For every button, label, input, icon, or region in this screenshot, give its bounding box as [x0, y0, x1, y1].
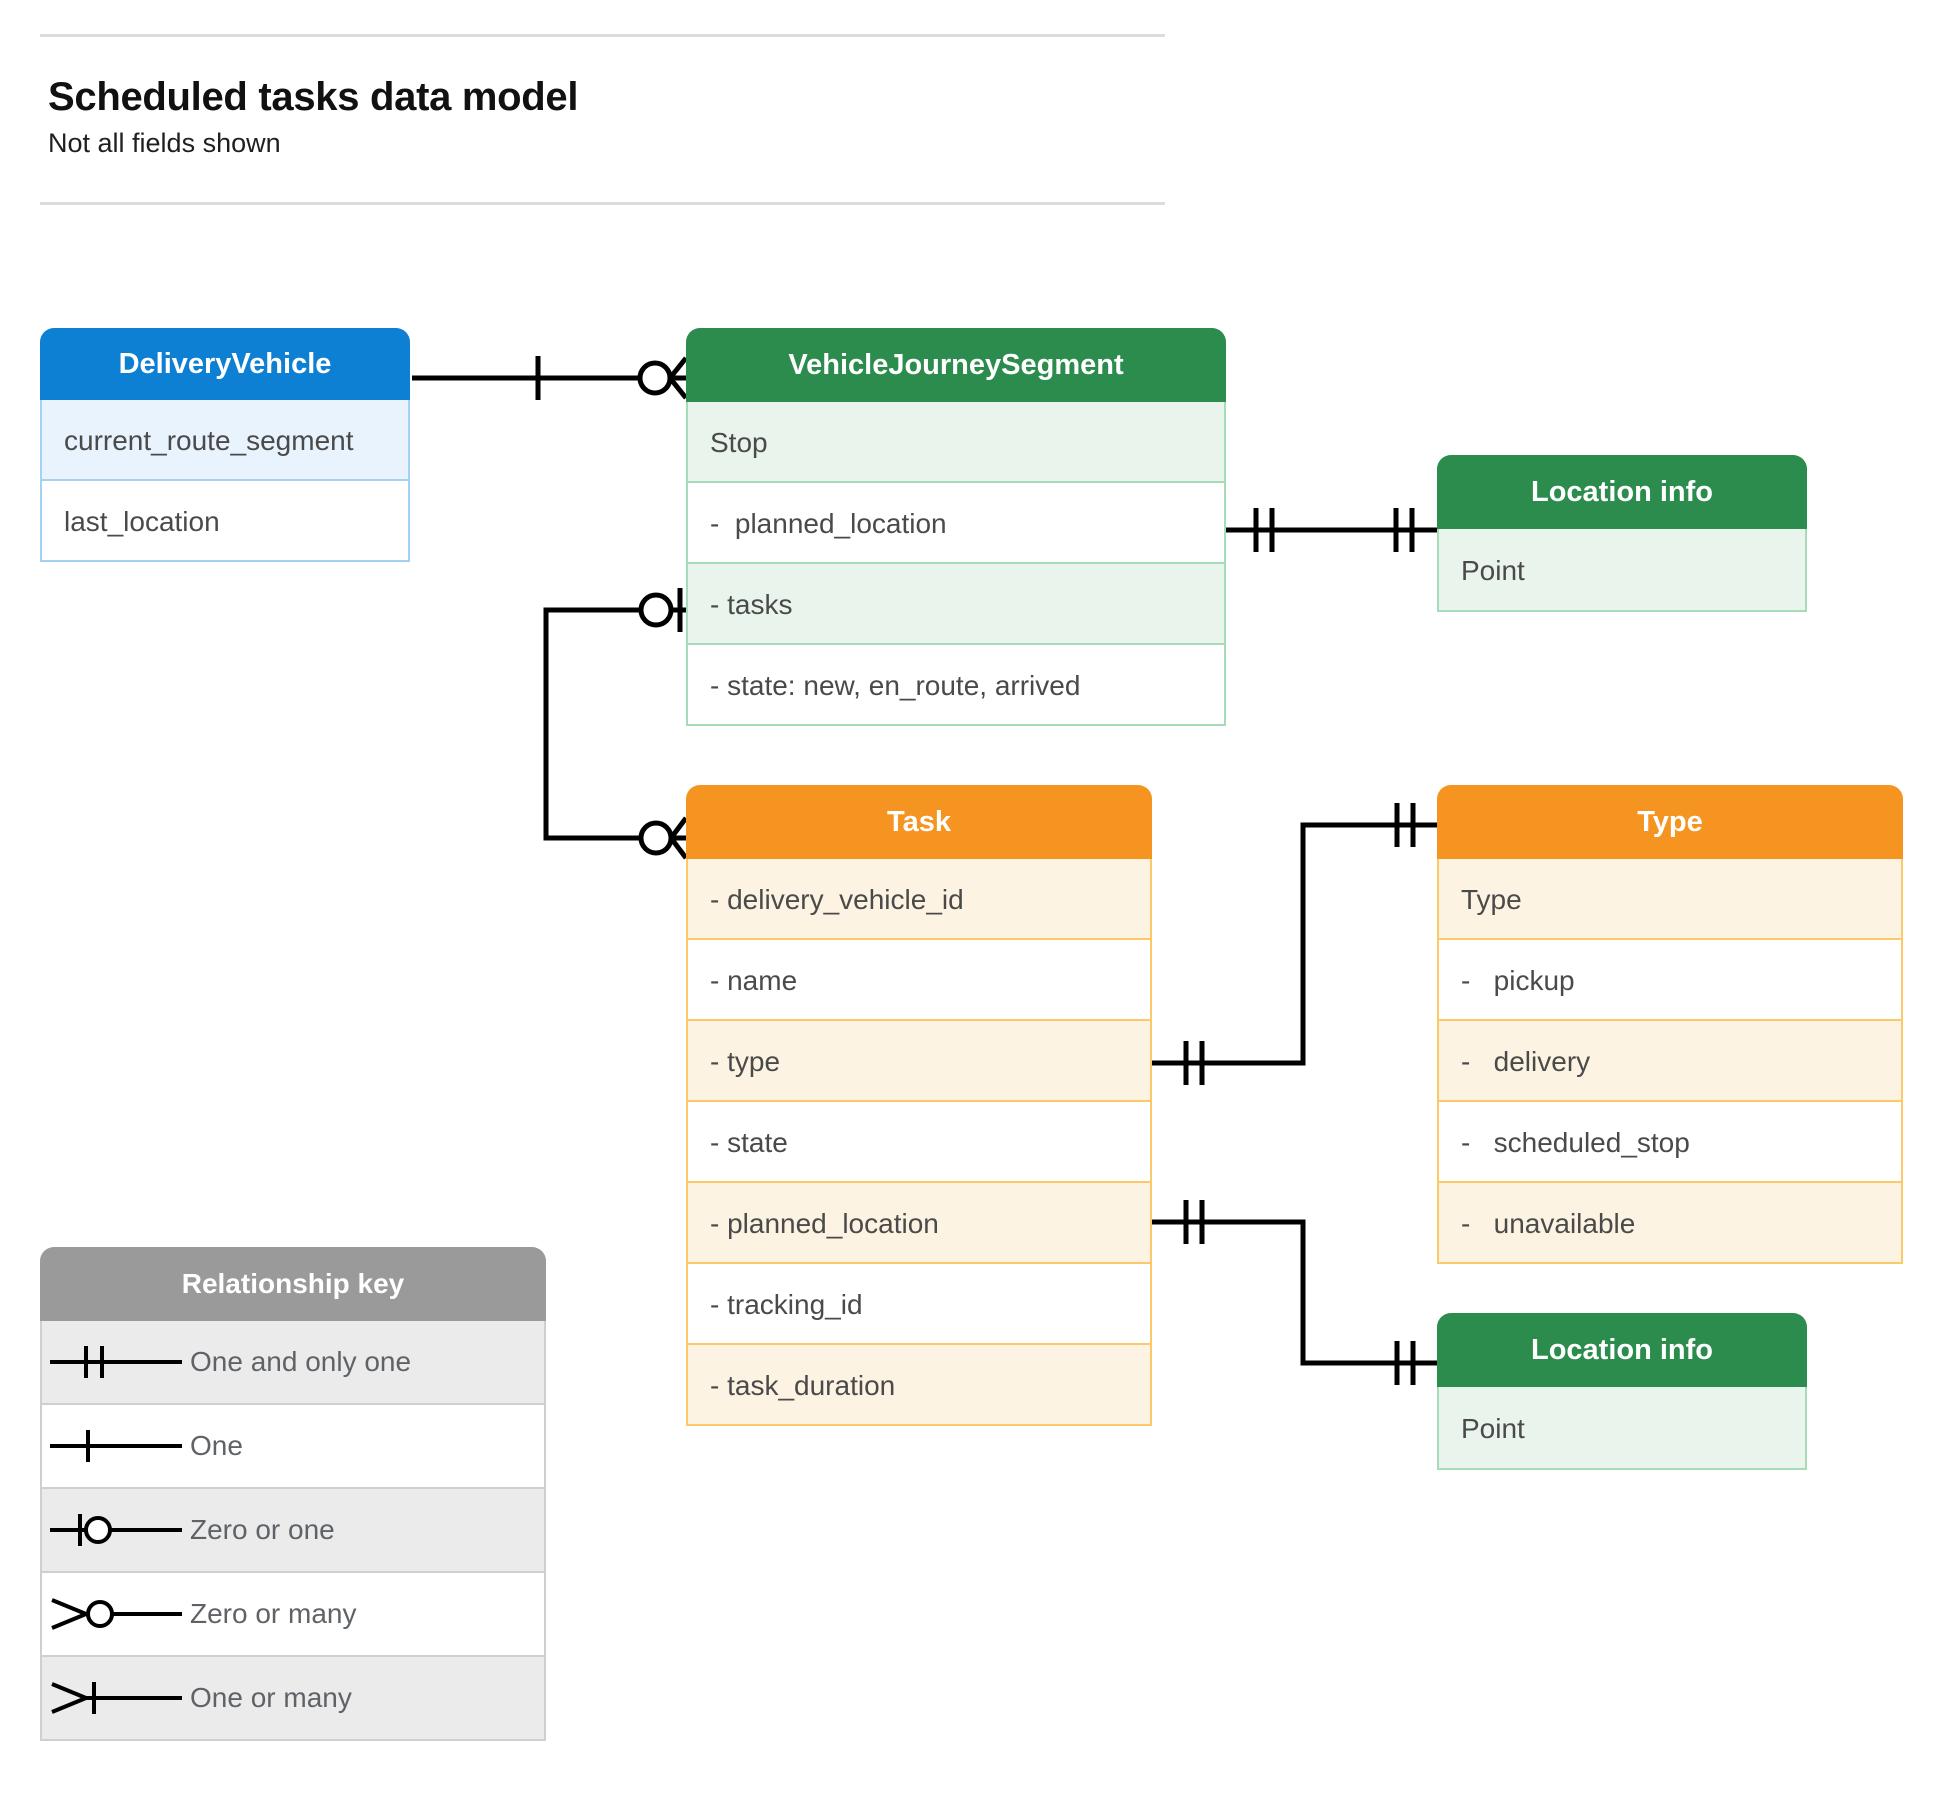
header-rule-bottom [40, 202, 1165, 205]
legend-item: Zero or many [40, 1573, 546, 1657]
one-or-many-icon [42, 1676, 190, 1720]
entity-row: - name [686, 940, 1152, 1021]
entity-row: - state: new, en_route, arrived [686, 645, 1226, 726]
legend-item: Zero or one [40, 1489, 546, 1573]
entity-delivery-vehicle[interactable]: DeliveryVehicle current_route_segment la… [40, 328, 410, 562]
entity-row: Stop [686, 402, 1226, 483]
connector-task-locationinfo-bottom [1152, 1200, 1437, 1385]
legend-item-label: Zero or many [190, 1598, 357, 1629]
zero-or-many-icon [42, 1592, 190, 1636]
entity-row: - pickup [1437, 940, 1903, 1021]
relationship-key-legend[interactable]: Relationship key One and only one One [40, 1247, 546, 1741]
entity-row: - unavailable [1437, 1183, 1903, 1264]
entity-location-info-bottom[interactable]: Location info Point [1437, 1313, 1807, 1470]
entity-row: - planned_location [686, 1183, 1152, 1264]
entity-row: - planned_location [686, 483, 1226, 564]
legend-item: One or many [40, 1657, 546, 1741]
connector-task-type [1152, 803, 1437, 1085]
entity-row: - state [686, 1102, 1152, 1183]
zero-or-one-icon [42, 1508, 190, 1552]
relationship-key-title: Relationship key [40, 1247, 546, 1321]
entity-row: - tracking_id [686, 1264, 1152, 1345]
document-header: Scheduled tasks data model Not all field… [40, 34, 1165, 159]
entity-type[interactable]: Type Type - pickup - delivery - schedule… [1437, 785, 1903, 1264]
connector-deliveryvehicle-vjs [412, 356, 688, 400]
entity-delivery-vehicle-title: DeliveryVehicle [40, 328, 410, 400]
header-rule-top [40, 34, 1165, 37]
entity-row: current_route_segment [40, 400, 410, 481]
page-subtitle: Not all fields shown [48, 128, 281, 158]
entity-vehicle-journey-segment[interactable]: VehicleJourneySegment Stop - planned_loc… [686, 328, 1226, 726]
legend-item-label: One [190, 1430, 243, 1461]
entity-row: - scheduled_stop [1437, 1102, 1903, 1183]
entity-location-info-top-title: Location info [1437, 455, 1807, 529]
entity-location-info-bottom-title: Location info [1437, 1313, 1807, 1387]
page-title: Scheduled tasks data model [48, 75, 579, 119]
entity-row: - tasks [686, 564, 1226, 645]
entity-row: - type [686, 1021, 1152, 1102]
entity-row: - task_duration [686, 1345, 1152, 1426]
entity-row: Point [1437, 529, 1807, 612]
legend-item-label: One and only one [190, 1346, 412, 1377]
entity-task[interactable]: Task - delivery_vehicle_id - name - type… [686, 785, 1152, 1426]
entity-vehicle-journey-segment-title: VehicleJourneySegment [686, 328, 1226, 402]
entity-row: Type [1437, 859, 1903, 940]
legend-item-label: One or many [190, 1682, 352, 1713]
entity-type-title: Type [1437, 785, 1903, 859]
one-and-only-one-icon [42, 1340, 190, 1384]
connector-vjs-locationinfo-top [1226, 508, 1437, 552]
one-icon [42, 1424, 190, 1468]
legend-item: One [40, 1405, 546, 1489]
entity-row: - delivery [1437, 1021, 1903, 1102]
entity-location-info-top[interactable]: Location info Point [1437, 455, 1807, 612]
entity-row: last_location [40, 481, 410, 562]
entity-row: Point [1437, 1387, 1807, 1470]
connector-vjs-tasks-task [543, 588, 688, 860]
legend-item-label: Zero or one [190, 1514, 335, 1545]
entity-row: - delivery_vehicle_id [686, 859, 1152, 940]
entity-task-title: Task [686, 785, 1152, 859]
legend-item: One and only one [40, 1321, 546, 1405]
